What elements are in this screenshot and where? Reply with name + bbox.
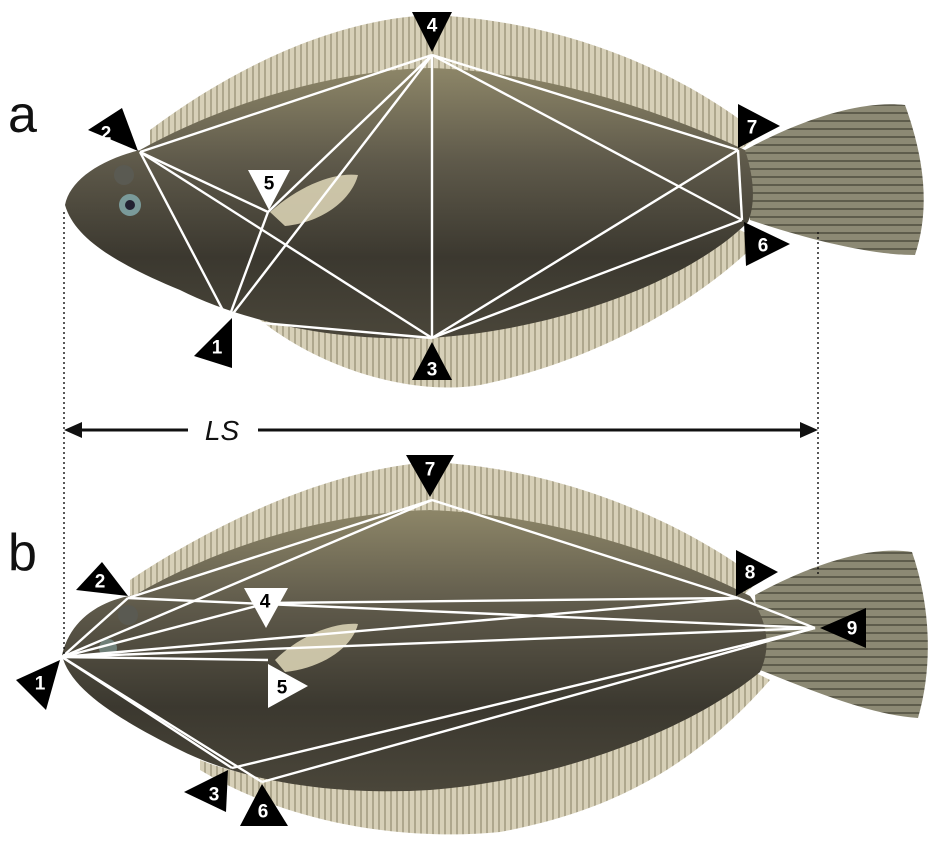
landmark-marker-a-1: 1 — [194, 318, 232, 368]
panel-label-b: b — [8, 524, 37, 582]
ls-label: LS — [205, 415, 240, 446]
svg-text:9: 9 — [847, 619, 858, 640]
landmark-marker-b-3: 3 — [184, 770, 228, 812]
ls-arrowhead-left — [64, 422, 82, 438]
svg-text:1: 1 — [35, 674, 46, 695]
fish-a — [65, 15, 924, 387]
svg-text:4: 4 — [427, 16, 438, 37]
svg-text:5: 5 — [277, 678, 288, 699]
panel-label-a: a — [8, 86, 37, 144]
svg-text:5: 5 — [264, 174, 275, 195]
svg-text:8: 8 — [745, 563, 756, 584]
svg-text:1: 1 — [212, 338, 223, 359]
svg-text:7: 7 — [425, 460, 436, 481]
ls-arrowhead-right — [800, 422, 818, 438]
landmark-marker-b-2: 2 — [76, 562, 128, 596]
svg-text:4: 4 — [260, 592, 271, 613]
svg-text:7: 7 — [747, 118, 758, 139]
landmark-marker-a-2: 2 — [88, 108, 138, 151]
eye-a-upper — [114, 165, 134, 185]
svg-text:6: 6 — [258, 802, 269, 823]
svg-text:3: 3 — [427, 360, 438, 381]
svg-text:2: 2 — [101, 124, 112, 145]
fish-b — [62, 462, 928, 834]
landmark-marker-b-1: 1 — [16, 660, 60, 710]
eye-b-upper — [118, 605, 138, 625]
svg-text:6: 6 — [758, 236, 769, 257]
svg-text:3: 3 — [209, 785, 220, 806]
svg-text:2: 2 — [95, 572, 106, 593]
